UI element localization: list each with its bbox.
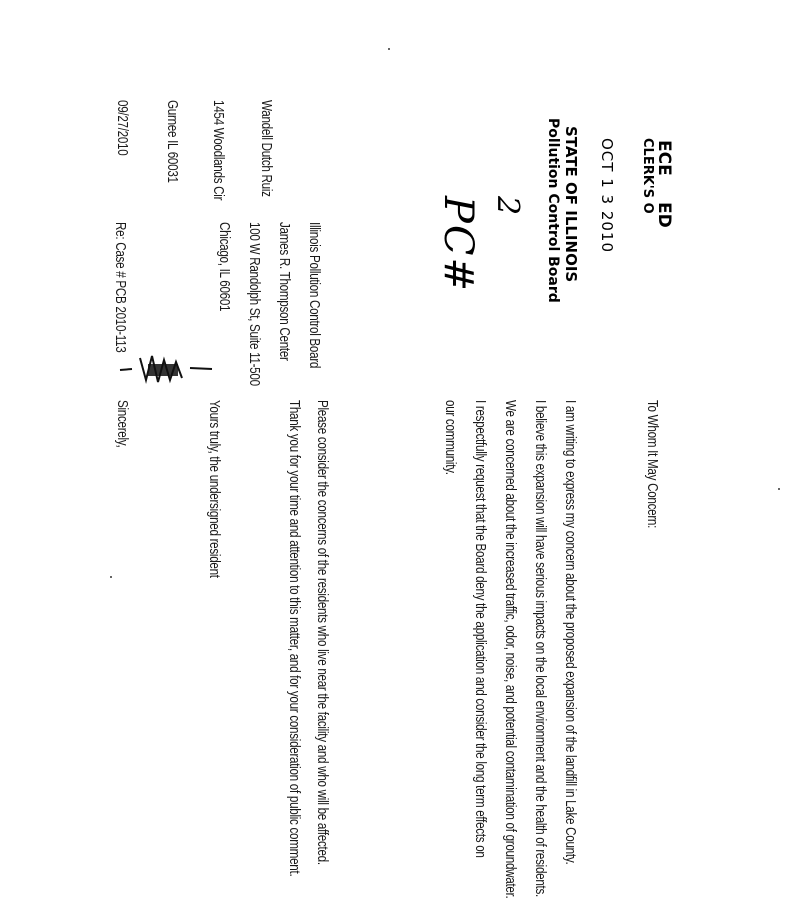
paragraph-1-line-1: I am writing to express my concern about… — [562, 400, 579, 865]
sender-street: 1454 Woodlands Cir — [210, 100, 227, 201]
stamp-date: OCT 1 3 2010 — [598, 138, 616, 254]
signature — [119, 355, 213, 384]
paragraph-3: Yours truly, the undersigned resident — [206, 400, 223, 578]
sender-name: Wandell Dutch Ruiz — [258, 100, 275, 197]
stamp-state: STATE OF ILLINOIS — [562, 126, 580, 283]
stamp-line-1-right: ED — [654, 202, 674, 228]
scan-speck — [110, 576, 112, 578]
scan-speck — [778, 488, 780, 490]
reference-line: Re: Case # PCB 2010-113 — [112, 222, 129, 353]
stamp-line-1: ECE — [654, 140, 674, 176]
sender-date: 09/27/2010 — [114, 100, 131, 156]
paragraph-1-line-5: our community. — [442, 400, 459, 475]
handwritten-pc-number: PC# — [435, 196, 481, 294]
paragraph-2-line-2: Thank you for your time and attention to… — [286, 400, 303, 877]
handwritten-mark-2: 2 — [490, 196, 525, 216]
scanned-letter-page: ECE ED CLERK'S O OCT 1 3 2010 STATE OF I… — [110, 48, 780, 898]
salutation: To Whom It May Concern: — [644, 400, 661, 529]
paragraph-2-line-1: Please consider the concerns of the resi… — [314, 400, 331, 865]
paragraph-1-line-4: I respectfully request that the Board de… — [472, 400, 489, 858]
paragraph-1-line-2: I believe this expansion will have serio… — [532, 400, 549, 897]
sender-city: Gurnee IL 60031 — [164, 100, 181, 183]
recipient-city: Chicago, IL 60601 — [216, 222, 233, 312]
stamp-line-2: CLERK'S O — [640, 138, 655, 214]
scan-speck — [388, 48, 390, 50]
paragraph-1-line-3: We are concerned about the increased tra… — [502, 400, 519, 899]
recipient-street: 100 W Randolph St, Suite 11-500 — [246, 222, 263, 386]
stamp-board: Pollution Control Board — [545, 118, 561, 303]
closing: Sincerely, — [114, 400, 131, 448]
recipient-building: James R. Thompson Center — [276, 222, 293, 361]
recipient-org: Illinois Pollution Control Board — [306, 222, 323, 369]
